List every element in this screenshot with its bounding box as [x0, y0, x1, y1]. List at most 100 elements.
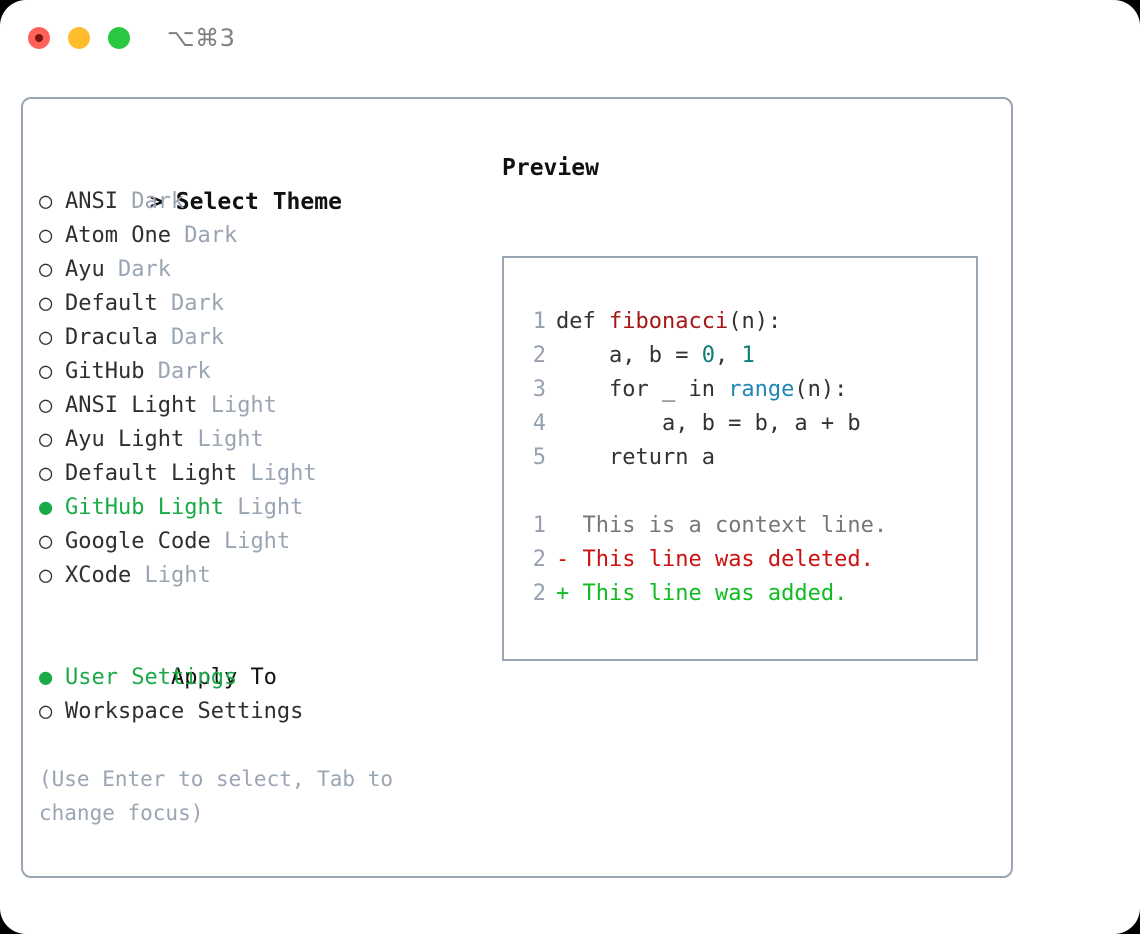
radio-unselected-icon: ○	[39, 393, 53, 418]
theme-name: GitHub	[65, 359, 145, 384]
apply-to-option[interactable]: ● User Settings	[39, 661, 479, 695]
theme-kind-label: Dark	[157, 325, 224, 350]
code-line-number: 2	[532, 343, 546, 368]
theme-name: Google Code	[65, 529, 211, 554]
theme-list-item[interactable]: ○Ayu Light Light	[39, 423, 479, 457]
code-line: 1 def fibonacci(n):	[518, 305, 968, 339]
radio-unselected-icon: ○	[39, 189, 53, 214]
code-line-number: 4	[532, 411, 546, 436]
keyboard-shortcut-label: ⌥⌘3	[167, 24, 236, 52]
theme-kind-label: Light	[237, 461, 317, 486]
diff-sign	[556, 513, 569, 538]
theme-list-item[interactable]: ○ Default Light Light	[39, 457, 479, 491]
diff-sign: -	[556, 547, 570, 572]
theme-name: ANSI	[65, 189, 118, 214]
code-token: fibonacci	[608, 309, 729, 334]
code-line: 2 a, b = 0, 1	[518, 339, 968, 373]
theme-list-item[interactable]: ○Atom One Dark	[39, 219, 479, 253]
keyboard-hint-text: (Use Enter to select, Tab to change focu…	[39, 767, 406, 825]
theme-list-item[interactable]: ○ GitHub Dark	[39, 355, 479, 389]
select-theme-label: Select Theme	[175, 189, 342, 215]
theme-name: Ayu	[65, 257, 105, 282]
diff-text: This is a context line.	[569, 513, 888, 538]
theme-kind-label: Dark	[117, 189, 185, 214]
theme-kind-label: Light	[223, 495, 304, 520]
spacer	[39, 593, 479, 627]
apply-to-option-label: User Settings	[65, 665, 238, 690]
code-line: 3 for _ in range(n):	[518, 373, 968, 407]
diff-line: 2- This line was deleted.	[518, 543, 968, 577]
code-token: 0	[701, 343, 715, 368]
code-token: (n):	[728, 309, 782, 334]
code-line: 5 return a	[518, 441, 968, 475]
radio-unselected-icon: ○	[39, 427, 53, 452]
radio-selected-icon: ●	[39, 665, 53, 690]
code-token: (n):	[794, 377, 848, 402]
main-panel: >Select Theme ○ANSI Dark○Atom One Dark○A…	[21, 97, 1013, 878]
radio-unselected-icon: ○	[39, 359, 53, 384]
prompt-caret-icon: >	[149, 189, 164, 215]
theme-kind-label: Light	[197, 393, 277, 418]
code-token: range	[728, 377, 795, 402]
theme-kind-label: Dark	[157, 291, 224, 316]
maximize-window-button[interactable]	[108, 27, 130, 49]
theme-kind-label: Light	[210, 529, 291, 554]
radio-unselected-icon: ○	[39, 461, 53, 486]
diff-line-number: 2	[532, 581, 546, 606]
code-line-number: 1	[532, 309, 546, 334]
radio-unselected-icon: ○	[39, 257, 53, 282]
diff-line-number: 1	[532, 513, 546, 538]
theme-name: Default Light	[65, 461, 238, 486]
theme-list-item[interactable]: ○ ANSI Light Light	[39, 389, 479, 423]
minimize-window-button[interactable]	[68, 27, 90, 49]
radio-unselected-icon: ○	[39, 699, 53, 724]
diff-line-number: 2	[532, 547, 546, 572]
theme-name: Default	[65, 291, 158, 316]
code-line-number: 5	[532, 445, 546, 470]
code-token: ,	[714, 343, 742, 368]
theme-name: ANSI Light	[65, 393, 198, 418]
diff-text: This line was added.	[569, 581, 848, 606]
code-line: 4 a, b = b, a + b	[518, 407, 968, 441]
code-token: return a	[556, 445, 715, 470]
close-icon	[35, 34, 43, 42]
theme-list-item[interactable]: ● GitHub Light Light	[39, 491, 479, 525]
diff-sign: +	[556, 581, 570, 606]
theme-name: GitHub Light	[65, 495, 224, 520]
apply-to-label: Apply To	[170, 665, 277, 690]
apply-to-option-label: Workspace Settings	[65, 699, 304, 724]
theme-list-item[interactable]: ○XCode Light	[39, 559, 479, 593]
theme-list: ○ANSI Dark○Atom One Dark○Ayu Dark○Defaul…	[39, 185, 479, 593]
theme-kind-label: Light	[131, 563, 211, 588]
code-diff-separator	[518, 475, 968, 509]
preview-title: Preview	[502, 155, 599, 181]
radio-unselected-icon: ○	[39, 223, 53, 248]
theme-name: Dracula	[65, 325, 158, 350]
theme-kind-label: Dark	[144, 359, 211, 384]
code-token: def	[556, 309, 609, 334]
radio-selected-icon: ●	[39, 495, 53, 520]
theme-list-item[interactable]: ○ Ayu Dark	[39, 253, 479, 287]
radio-unselected-icon: ○	[39, 563, 53, 588]
code-token: a, b = b, a + b	[556, 411, 861, 436]
diff-line: 1 This is a context line.	[518, 509, 968, 543]
radio-unselected-icon: ○	[39, 291, 53, 316]
apply-to-option[interactable]: ○ Workspace Settings	[39, 695, 479, 729]
theme-list-item[interactable]: ○ Google Code Light	[39, 525, 479, 559]
apply-to-header: Apply To	[39, 627, 479, 690]
window-titlebar: ⌥⌘3	[0, 0, 1140, 78]
theme-name: Ayu Light	[65, 427, 185, 452]
theme-list-item[interactable]: ○ ANSI Dark	[39, 185, 479, 219]
theme-selector-column: >Select Theme ○ANSI Dark○Atom One Dark○A…	[39, 151, 479, 729]
theme-list-item[interactable]: ○ Default Dark	[39, 287, 479, 321]
theme-list-item[interactable]: ○ Dracula Dark	[39, 321, 479, 355]
theme-kind-label: Dark	[104, 257, 171, 282]
radio-unselected-icon: ○	[39, 325, 53, 350]
apply-to-list: ● User Settings ○ Workspace Settings	[39, 661, 479, 729]
code-token: for _ in	[556, 377, 729, 402]
radio-unselected-icon: ○	[39, 529, 53, 554]
diff-line: 2 + This line was added.	[518, 577, 968, 611]
